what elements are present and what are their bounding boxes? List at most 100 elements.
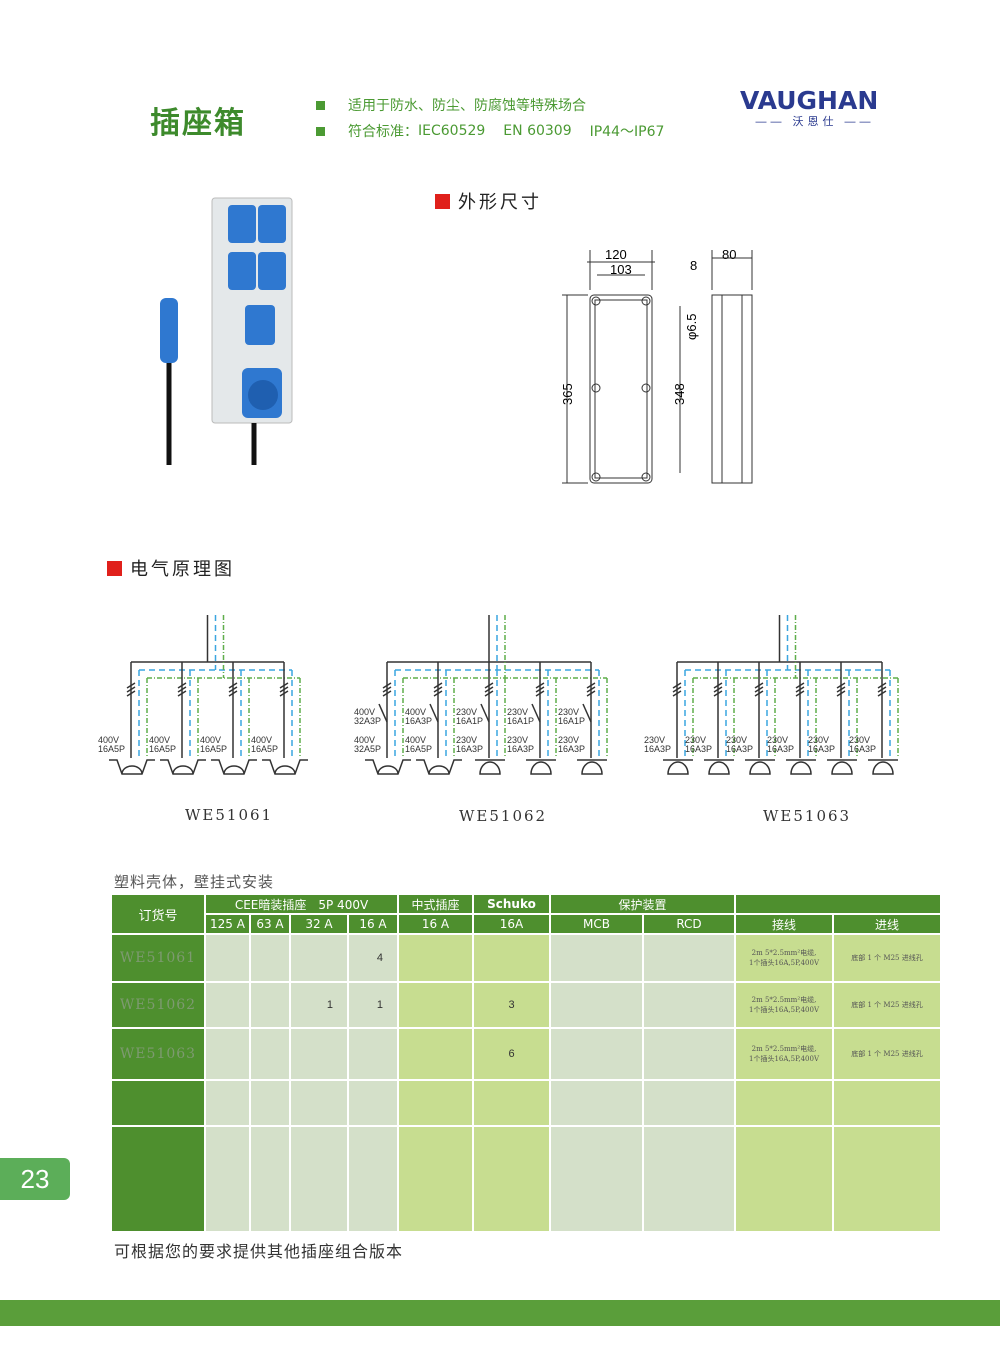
earth-bus: [147, 615, 300, 679]
phase-bus: [131, 615, 284, 663]
brand-logo: VAUGHAN —— 沃恩仕 ——: [740, 86, 890, 146]
cell-cee_32: [291, 1081, 347, 1125]
voltage-label: 400V: [251, 735, 272, 745]
standard: EN 60309: [503, 123, 572, 139]
voltage-label: 230V: [685, 735, 706, 745]
cell-rcd: [644, 935, 734, 981]
table-footnote: 可根据您的要求提供其他插座组合版本: [114, 1242, 404, 1261]
voltage-label: 400V: [354, 707, 375, 717]
phase-tick-icon: [795, 682, 805, 697]
voltage-label: 230V: [558, 707, 579, 717]
voltage-label: 400V: [149, 735, 170, 745]
table-row: [112, 1127, 940, 1231]
cell-schuko-16: 3: [474, 983, 549, 1027]
voltage-label: 16A3P: [849, 744, 876, 754]
voltage-label: 400V: [98, 735, 119, 745]
cell-cee_32: [291, 1127, 347, 1231]
voltage-label: 16A3P: [456, 744, 483, 754]
cell-cee_125: [206, 935, 249, 981]
breaker-switch-icon: [378, 703, 388, 723]
model-label: WE51061: [185, 806, 274, 824]
phase-tick-icon: [484, 682, 494, 697]
section-schematic: 电气原理图: [107, 555, 235, 581]
model-label: WE51063: [763, 807, 852, 825]
header-16a: 16 A: [349, 915, 397, 933]
header-wiring: 接线: [736, 915, 832, 933]
cell-cn-16: [399, 935, 472, 981]
order-number: WE51061: [112, 935, 204, 981]
header-blank: [736, 895, 940, 913]
schematic-we51063: 230V16A3P230V16A3P230V16A3P230V16A3P230V…: [644, 615, 899, 775]
cell-cn-16: [399, 1081, 472, 1125]
phase-tick-icon: [836, 682, 846, 697]
header-inlet: 进线: [834, 915, 940, 933]
cell-rcd: [644, 1029, 734, 1079]
cell-cee_125: [206, 1081, 249, 1125]
schuko-socket-icon: [704, 759, 734, 775]
cell-mcb: [551, 1029, 642, 1079]
voltage-label: 16A1P: [507, 716, 534, 726]
voltage-label: 16A3P: [767, 744, 794, 754]
breaker-switch-icon: [531, 703, 541, 723]
voltage-label: 400V: [405, 707, 426, 717]
neutral-bus: [685, 615, 890, 671]
voltage-label: 16A5P: [149, 744, 176, 754]
voltage-label: 16A1P: [558, 716, 585, 726]
cell-cee_32: [291, 1029, 347, 1079]
cee-socket-icon: [262, 759, 308, 775]
schuko-socket-icon: [577, 759, 607, 775]
footer-bar: [0, 1300, 1000, 1326]
cee-socket-icon: [160, 759, 206, 775]
cell-inlet: 底部 1 个 M25 进线孔: [834, 1029, 940, 1079]
phase-tick-icon: [713, 682, 723, 697]
phase-tick-icon: [877, 682, 887, 697]
feature-1: 适用于防水、防尘、防腐蚀等特殊场合: [316, 95, 586, 115]
cell-cee_125: [206, 1127, 249, 1231]
schuko-socket-icon: [526, 759, 556, 775]
wiring-line: 2m 5*2.5mm²电缆,: [751, 949, 817, 957]
voltage-label: 16A5P: [98, 744, 125, 754]
voltage-label: 16A5P: [251, 744, 278, 754]
header-schuko-16a: 16A: [474, 915, 549, 933]
header-32a: 32 A: [291, 915, 347, 933]
standard: IP44～IP67: [589, 124, 665, 140]
cell-inlet: [834, 1081, 940, 1125]
phase-bus: [387, 615, 591, 663]
cell-cee_63: [251, 1127, 289, 1231]
header-rcd: RCD: [644, 915, 734, 933]
page-title: 插座箱: [150, 106, 246, 141]
header-cn-16a: 16 A: [399, 915, 472, 933]
cee-socket-icon: [416, 759, 462, 775]
phase-tick-icon: [586, 682, 596, 697]
schematic-we51062: 400V32A5P400V32A3P400V16A5P400V16A3P230V…: [354, 615, 608, 775]
voltage-label: 230V: [456, 707, 477, 717]
order-number: [112, 1081, 204, 1125]
cell-mcb: [551, 935, 642, 981]
voltage-label: 32A3P: [354, 716, 381, 726]
cell-schuko-16: [474, 1081, 549, 1125]
cell-inlet: 底部 1 个 M25 进线孔: [834, 983, 940, 1027]
voltage-label: 230V: [558, 735, 579, 745]
schuko-socket-icon: [827, 759, 857, 775]
voltage-label: 230V: [507, 735, 528, 745]
product-photo: [160, 197, 293, 465]
voltage-label: 230V: [767, 735, 788, 745]
wiring-line: 1个插头16A,5P,400V: [748, 1055, 820, 1063]
cell-rcd: [644, 983, 734, 1027]
dim-inner-width: 103: [610, 262, 632, 277]
phase-tick-icon: [228, 682, 238, 697]
dim-depth: 80: [722, 247, 736, 262]
dimension-drawing: 120 103 80 8 φ6.5 365 348: [560, 247, 753, 484]
cell-rcd: [644, 1081, 734, 1125]
voltage-label: 16A3P: [507, 744, 534, 754]
cell-cee_16: [349, 1029, 397, 1079]
model-label: WE51062: [459, 807, 548, 825]
cell-rcd: [644, 1127, 734, 1231]
cell-cee_16: [349, 1081, 397, 1125]
schuko-socket-icon: [786, 759, 816, 775]
cell-mcb: [551, 1127, 642, 1231]
voltage-label: 230V: [644, 735, 665, 745]
